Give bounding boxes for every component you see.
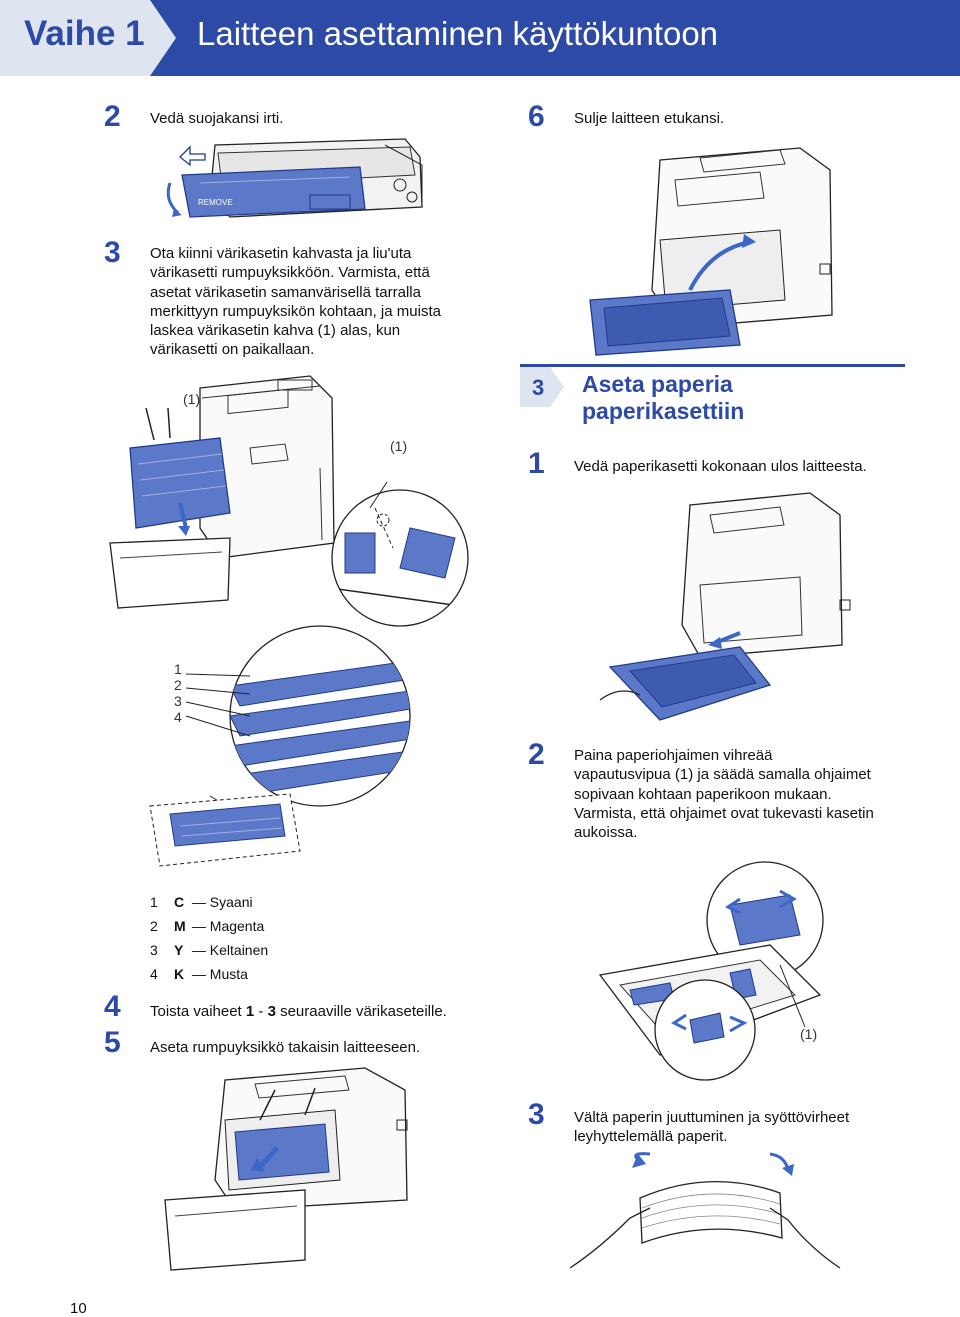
drum-reinsert-illustration xyxy=(164,1067,408,1271)
step-3-line: värikasetti on paikallaan. xyxy=(150,341,315,359)
step-number-4: 4 xyxy=(104,990,121,1023)
svg-text:REMOVE: REMOVE xyxy=(198,198,233,207)
step-3-line: merkittyyn rumpuyksikön kohtaan, ja muis… xyxy=(150,302,441,320)
step-3-right-line: leyhyttelemällä paperit. xyxy=(574,1128,728,1146)
header-banner: Vaihe 1 Laitteen asettaminen käyttökunto… xyxy=(0,0,960,76)
close-front-cover-illustration xyxy=(589,147,833,356)
step-number-3: 3 xyxy=(528,1098,545,1131)
step-3-right-text: Vältä paperin juuttuminen ja syöttövirhe… xyxy=(574,1108,849,1147)
step-2-right-line: sopivaan kohtaan paperikoon mukaan. xyxy=(574,785,832,803)
drum-slot-labels: 1 2 3 4 xyxy=(174,661,182,725)
step-2-right-line: vapautusvipua (1) ja säädä samalla ohjai… xyxy=(574,766,871,784)
drum-slot-label: 1 xyxy=(174,661,182,677)
step-2-right-line: Varmista, että ohjaimet ovat tukevasti k… xyxy=(574,804,874,822)
step-number-3: 3 xyxy=(104,236,121,269)
drum-slot-label: 2 xyxy=(174,677,182,693)
drum-cartridges-illustration xyxy=(149,625,411,867)
drum-slot-label: 4 xyxy=(174,709,182,725)
step-number-5: 5 xyxy=(104,1026,121,1059)
callout-1-a: (1) xyxy=(183,391,201,407)
pull-tray-illustration xyxy=(599,492,851,721)
step-3-line: asetat värikasetin samanvärisellä tarral… xyxy=(150,283,421,301)
toner-cover-illustration: REMOVE xyxy=(166,138,423,218)
step-tab-shape xyxy=(0,0,176,76)
printer-drum-illustration xyxy=(109,375,335,609)
step-number-6: 6 xyxy=(528,100,545,133)
section-heading: 3 Aseta paperia paperikasettiin xyxy=(520,364,905,429)
fan-paper-illustration xyxy=(569,1152,841,1269)
section-number: 3 xyxy=(532,375,544,400)
step-3-line: laskea värikasetin kahva (1) alas, kun xyxy=(150,322,401,340)
step-2-right-text: Paina paperiohjaimen vihreää vapautusvip… xyxy=(574,746,914,842)
step-6-text: Sulje laitteen etukansi. xyxy=(574,110,725,127)
section-title-line: Aseta paperia xyxy=(582,371,733,397)
step-2-text: Vedä suojakansi irti. xyxy=(150,110,284,127)
section-number-tab: 3 xyxy=(520,367,564,407)
step-3-line: värikasetti rumpuyksikköön. Varmista, et… xyxy=(150,264,430,282)
step-2-right-line: Paina paperiohjaimen vihreää xyxy=(574,747,773,764)
callout-1-b: (1) xyxy=(390,438,408,454)
callout-1-c: (1) xyxy=(800,1026,818,1042)
page-title: Laitteen asettaminen käyttökuntoon xyxy=(197,15,719,52)
section-title: Aseta paperia paperikasettiin xyxy=(582,371,744,425)
step-3-line: Ota kiinni värikasetin kahvasta ja liu'u… xyxy=(150,245,412,262)
section-title-line: paperikasettiin xyxy=(582,398,745,424)
step-5-text: Aseta rumpuyksikkö takaisin laitteeseen. xyxy=(150,1039,421,1056)
step-3-right-line: Vältä paperin juuttuminen ja syöttövirhe… xyxy=(574,1109,850,1126)
step-label: Vaihe 1 xyxy=(24,14,145,53)
step-4-text: Toista vaiheet 1 - 3 seuraaville värikas… xyxy=(150,1003,447,1020)
drum-slot-label: 3 xyxy=(174,693,182,709)
handle-detail-illustration xyxy=(331,481,469,627)
step-number-1: 1 xyxy=(528,447,545,480)
adjust-guides-illustration xyxy=(598,861,824,1081)
step-number-2: 2 xyxy=(104,100,121,133)
step-2-right-line: aukoissa. xyxy=(574,824,638,842)
step-1-text: Vedä paperikasetti kokonaan ulos laittee… xyxy=(574,458,867,475)
page-number: 10 xyxy=(70,1300,87,1317)
step-number-2: 2 xyxy=(528,738,545,771)
step-3-text: Ota kiinni värikasetin kahvasta ja liu'u… xyxy=(150,244,480,360)
